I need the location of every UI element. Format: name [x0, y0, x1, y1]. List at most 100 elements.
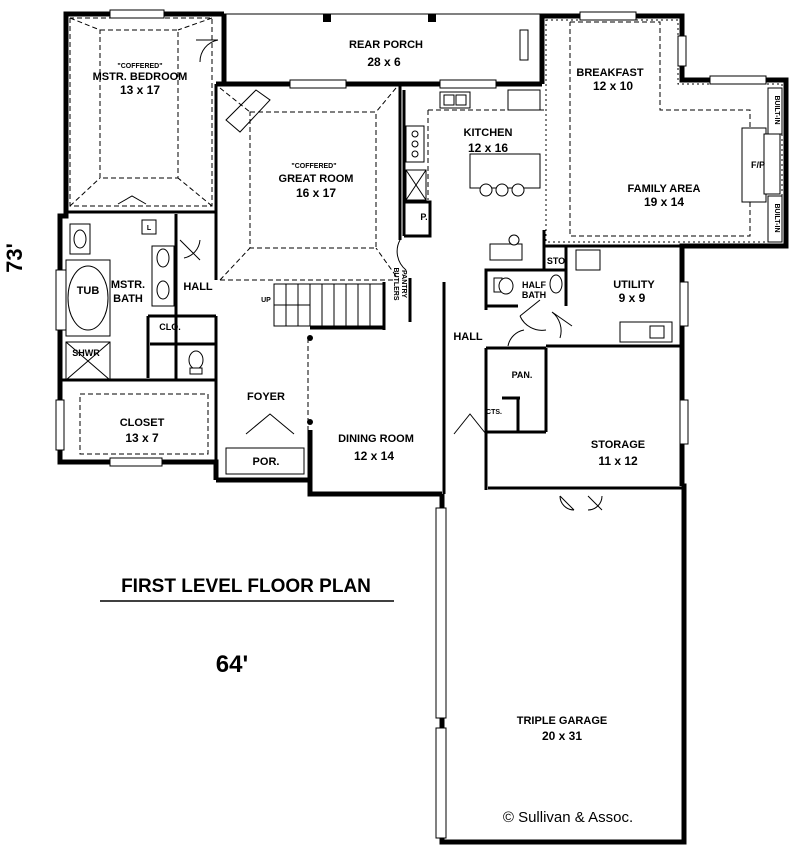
doors	[117, 39, 603, 511]
tub-label: TUB	[77, 285, 100, 297]
window	[109, 457, 163, 467]
counter	[489, 243, 523, 261]
fixtures	[65, 14, 783, 844]
small-labels: TUB SHWR HALL HALL CLO. L UP BUTLERS PAN…	[72, 95, 780, 416]
master-bedroom-name: MSTR. BEDROOM	[93, 71, 188, 83]
width-dimension: 64'	[216, 651, 248, 678]
porch-name: POR.	[253, 456, 280, 468]
clo-label: CLO.	[159, 322, 181, 332]
storage-size: 11 x 12	[598, 454, 638, 468]
half-bath-name-1: HALF	[522, 280, 546, 290]
master-bath-name-1: MSTR.	[111, 279, 145, 291]
breakfast-family-coffer	[569, 21, 751, 237]
porch-column	[323, 14, 331, 22]
dining-room-size: 12 x 14	[354, 449, 394, 463]
shower-label: SHWR	[72, 348, 100, 358]
great-room-name: GREAT ROOM	[279, 173, 354, 185]
rear-porch-size: 28 x 6	[367, 55, 401, 69]
fireplace-label: F/P	[751, 160, 765, 170]
storage-door	[559, 495, 603, 511]
bathtub	[67, 265, 109, 331]
great-room-coffer	[249, 111, 377, 249]
hall-door	[453, 413, 487, 435]
cts-label: CTS.	[486, 409, 502, 416]
toilet	[498, 277, 514, 295]
master-bedroom-note: "COFFERED"	[117, 63, 162, 70]
corner-fireplace	[225, 89, 271, 133]
breakfast-name: BREAKFAST	[576, 67, 644, 79]
built-in-top-label: BUILT-IN	[773, 95, 780, 124]
pantry-label: P.	[420, 212, 427, 222]
sink	[549, 274, 563, 294]
porch-column	[428, 14, 436, 22]
half-bath-door	[519, 299, 547, 331]
closet-size: 13 x 7	[125, 431, 159, 445]
master-bedroom-size: 13 x 17	[120, 83, 160, 97]
kitchen-door	[396, 239, 407, 271]
fireplace	[741, 127, 767, 203]
window	[679, 281, 689, 327]
window	[289, 79, 347, 89]
garage-window	[435, 727, 447, 839]
interior-walls	[62, 84, 682, 494]
garage-wall	[439, 483, 687, 845]
exterior-walls	[57, 11, 789, 845]
hall-center-label: HALL	[453, 331, 483, 343]
kitchen-size: 12 x 16	[468, 141, 508, 155]
sink	[73, 229, 87, 249]
pantry-wall	[404, 200, 432, 238]
great-room-note: "COFFERED"	[291, 163, 336, 170]
door-swing	[196, 39, 219, 63]
door-swing	[179, 239, 201, 261]
built-in-top	[767, 87, 783, 135]
l-label: L	[147, 225, 152, 232]
utility-sink-counter	[619, 321, 673, 343]
copyright-text: © Sullivan & Assoc.	[503, 809, 633, 826]
garage-window	[435, 507, 447, 719]
bath-door	[117, 195, 147, 205]
foyer-name: FOYER	[247, 391, 285, 403]
room-labels: REAR PORCH 28 x 6 "COFFERED" MSTR. BEDRO…	[93, 39, 701, 743]
closet-outline	[79, 393, 209, 455]
utility-size: 9 x 9	[619, 291, 646, 305]
sink	[156, 280, 170, 300]
coffered-ceilings	[69, 17, 783, 455]
pantry-door	[507, 329, 525, 347]
family-wing-wall	[539, 13, 789, 486]
toilet	[188, 350, 204, 370]
triple-garage-size: 20 x 31	[542, 729, 582, 743]
window	[519, 29, 529, 61]
window	[55, 399, 65, 451]
family-area-size: 19 x 14	[644, 195, 684, 209]
utility-name: UTILITY	[613, 279, 655, 291]
built-in-bottom-label: BUILT-IN	[773, 203, 780, 232]
sto-label: STO	[547, 256, 565, 266]
utility-door	[551, 311, 573, 339]
window	[679, 399, 689, 445]
window	[709, 75, 767, 85]
master-bath-name-2: BATH	[113, 293, 143, 305]
great-room-size: 16 x 17	[296, 186, 336, 200]
shower	[65, 341, 111, 381]
depth-dimension: 73'	[2, 243, 27, 273]
window	[55, 269, 67, 331]
window	[579, 11, 637, 21]
butlers-label-2: PANTRY	[400, 270, 407, 298]
sink	[156, 248, 170, 268]
staircase	[273, 283, 385, 327]
window	[677, 35, 687, 67]
windows	[55, 9, 767, 839]
kitchen-sink	[439, 91, 471, 109]
pan-label: PAN.	[512, 370, 533, 380]
porch-outline	[225, 447, 305, 475]
storage-name: STORAGE	[591, 439, 645, 451]
breakfast-size: 12 x 10	[593, 79, 633, 93]
kitchen-name: KITCHEN	[464, 127, 513, 139]
window	[109, 9, 165, 19]
butlers-label-1: BUTLERS	[392, 267, 399, 300]
built-in-bottom	[767, 195, 783, 243]
hall-left-label: HALL	[183, 281, 213, 293]
window	[439, 79, 497, 89]
triple-garage-name: TRIPLE GARAGE	[517, 715, 607, 727]
